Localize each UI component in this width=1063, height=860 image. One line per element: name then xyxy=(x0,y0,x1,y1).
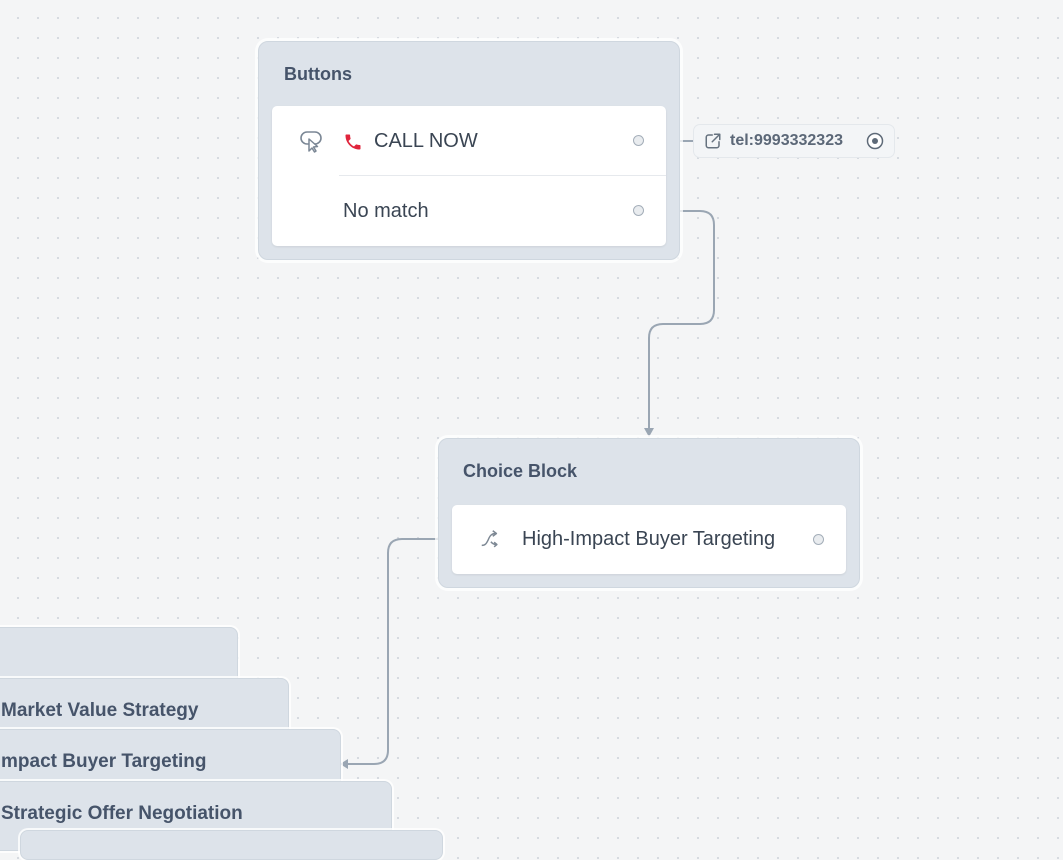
shuffle-icon xyxy=(479,528,501,550)
target-handle-icon[interactable] xyxy=(866,132,884,150)
phone-icon xyxy=(343,132,363,152)
choice-output-port[interactable] xyxy=(813,534,824,545)
stacked-block-4-label: Strategic Offer Negotiation xyxy=(1,803,243,824)
buttons-block[interactable]: Buttons CALL NOW No match xyxy=(258,41,680,260)
buttons-block-title: Buttons xyxy=(284,64,352,84)
buttons-card: CALL NOW No match xyxy=(272,106,666,246)
button-row-no-match[interactable]: No match xyxy=(272,176,666,246)
choice-label: High-Impact Buyer Targeting xyxy=(522,528,776,550)
call-now-output-port[interactable] xyxy=(633,135,644,146)
stacked-block-5[interactable] xyxy=(20,830,443,860)
external-link-icon xyxy=(704,132,722,150)
row-divider xyxy=(339,175,666,176)
tel-action-chip[interactable]: tel:9993332323 xyxy=(694,125,894,157)
choice-block[interactable]: Choice Block High-Impact Buyer Targeting xyxy=(438,438,860,588)
choice-block-title: Choice Block xyxy=(463,461,578,481)
stacked-block-3-label: mpact Buyer Targeting xyxy=(1,751,207,772)
choice-row[interactable]: High-Impact Buyer Targeting xyxy=(452,505,846,574)
button-label-call-now: CALL NOW xyxy=(374,130,478,152)
tel-action-text: tel:9993332323 xyxy=(730,132,843,149)
stacked-block-2-label: Market Value Strategy xyxy=(1,700,199,721)
button-row-call-now[interactable]: CALL NOW xyxy=(272,106,666,176)
choice-card: High-Impact Buyer Targeting xyxy=(452,505,846,574)
button-label-no-match: No match xyxy=(343,200,429,222)
no-match-output-port[interactable] xyxy=(633,205,644,216)
button-cursor-icon xyxy=(299,130,323,154)
